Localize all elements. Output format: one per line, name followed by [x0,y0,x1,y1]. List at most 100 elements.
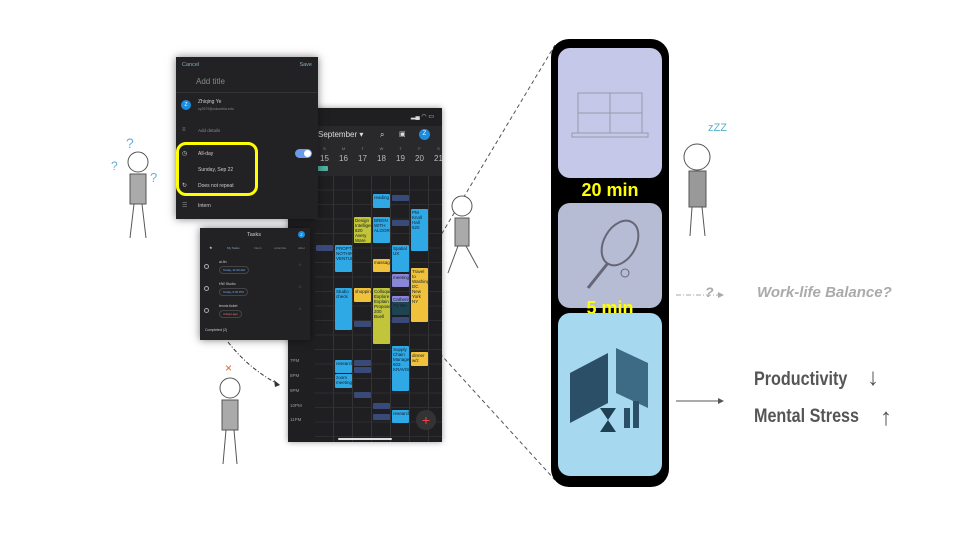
task-name[interactable]: HW Studio [219,282,236,286]
day-number[interactable]: 17 [358,154,367,163]
calendar-event[interactable]: research [335,360,352,373]
task-due-chip[interactable]: Today, 6:00 PM [219,288,248,296]
day-letter: M [341,146,346,151]
calendar-event[interactable]: research [392,410,409,423]
calendar-event[interactable]: meeting [392,274,409,287]
calendar-event[interactable]: TV Wo [392,302,409,315]
time-label: 10PM [290,403,302,408]
svg-text:?: ? [111,159,118,173]
day-number[interactable]: 21 [434,154,442,163]
task-checkbox[interactable] [204,308,209,313]
task-pill[interactable] [373,414,390,420]
video-call-icon [571,92,649,138]
all-day-event[interactable] [316,166,328,171]
star-icon[interactable]: ☆ [298,306,302,311]
today-icon[interactable]: ▣ [399,131,406,138]
tab-columbia[interactable]: columbia [274,246,287,250]
account-email: zy2679@columbia.edu [198,107,234,111]
task-due-chip[interactable]: 4 days ago [219,310,242,318]
star-icon[interactable]: ☆ [298,262,302,267]
details-icon: ≡ [182,127,186,133]
date-field[interactable]: Sunday, Sep 22 [198,167,234,173]
calendar-event[interactable]: PROPTECH NOTHING VENTURE [335,245,352,272]
confused-person-figure: ??? [111,135,157,239]
all-day-label: All-day [198,151,214,157]
status-bar: ▂▄ ◠ ▭ [410,114,434,120]
calendar-event[interactable]: Travel to Washington DC New York NY [411,268,428,322]
sleep-zzz-icon: zZZ [708,122,727,134]
cancel-button[interactable]: Cancel [182,62,200,68]
account-avatar: Z [181,100,191,110]
avatar[interactable]: Z [298,231,305,238]
starred-tab-icon[interactable]: ★ [209,245,213,250]
productivity-label: Productivity [754,369,848,390]
running-person-figure [447,195,479,274]
calendar-field[interactable]: Intern [198,203,211,209]
calendar-event[interactable]: zoom meeting [335,374,352,388]
calendar-event[interactable]: Spatial UX [392,245,409,272]
task-pill[interactable] [354,360,371,366]
calendar-event[interactable]: dinner w/z [411,352,428,366]
time-label: 8PM [290,373,300,378]
all-day-toggle[interactable] [295,149,312,158]
search-icon[interactable]: ⌕ [380,130,385,139]
calendar-event[interactable]: reading [373,194,390,208]
save-button[interactable]: Save [299,62,312,68]
tab-intern[interactable]: Intern [254,246,262,250]
task-name[interactable]: ai-fin [219,260,227,264]
time-label: 9PM [290,388,300,393]
tennis-racket-icon [586,219,640,289]
day-number[interactable]: 16 [339,154,348,163]
avatar[interactable]: Z [419,129,430,140]
tasks-panel: Tasks Z ★ My Tasks Intern columbia other… [200,228,310,340]
task-name[interactable]: tennis ticket [219,304,238,308]
calendar-event[interactable]: BREIN WITH ALGORITHMS [373,217,390,243]
time-label: 11PM [290,417,302,422]
annoyed-person-figure: × [219,361,241,465]
task-pill[interactable] [354,321,371,327]
calendar-event[interactable]: Supply Chain Management 603 KRAVIS [392,346,409,391]
work-card [558,313,662,476]
tab-my-tasks[interactable]: My Tasks [227,246,240,250]
arrow-down-icon: ↓ [867,364,879,391]
add-details-field[interactable]: Add details [198,128,221,133]
tab-other[interactable]: other [298,246,305,250]
day-number[interactable]: 18 [377,154,386,163]
task-pill[interactable] [373,403,390,409]
video-meeting-card [558,48,662,178]
calendar-event[interactable]: Colloquium Explore Explain Propose 200 B… [373,288,390,344]
completed-section[interactable]: Completed (2) [205,328,228,332]
day-number[interactable]: 15 [320,154,329,163]
mental-stress-label: Mental Stress [754,406,860,427]
title-input[interactable]: Add title [196,77,225,86]
task-pill[interactable] [392,195,409,201]
task-due-chip[interactable]: Today, 11:00 AM [219,266,249,274]
month-selector[interactable]: September ▾ [318,130,364,139]
day-number[interactable]: 20 [415,154,424,163]
calendar-event[interactable]: PM Knoll Hall 620 [411,209,428,251]
duration-label-20: 20 min [581,180,639,200]
task-pill[interactable] [316,245,333,251]
repeat-field[interactable]: Does not repeat [198,183,234,189]
task-pill[interactable] [392,317,409,323]
tasks-title: Tasks [247,232,262,238]
task-pill[interactable] [354,367,371,373]
task-pill[interactable] [354,392,371,398]
add-event-fab[interactable]: + [416,410,436,430]
calendar-event[interactable]: Catherine [392,296,409,302]
home-indicator [338,438,392,440]
calendar-event[interactable]: Studio check [335,288,352,330]
day-letter: W [379,146,384,151]
day-letter: F [418,146,421,151]
task-checkbox[interactable] [204,286,209,291]
star-icon[interactable]: ☆ [298,284,302,289]
account-name[interactable]: Zhiqing Ye [198,99,222,105]
task-pill[interactable] [392,220,409,226]
calendar-event[interactable]: Design Intelligence 820 Avery Ware [354,217,371,243]
calendar-event[interactable]: shopping [354,288,371,302]
task-checkbox[interactable] [204,264,209,269]
calendar-event[interactable]: massage [373,259,390,272]
day-number[interactable]: 19 [396,154,405,163]
question-mark: ? [705,284,714,300]
